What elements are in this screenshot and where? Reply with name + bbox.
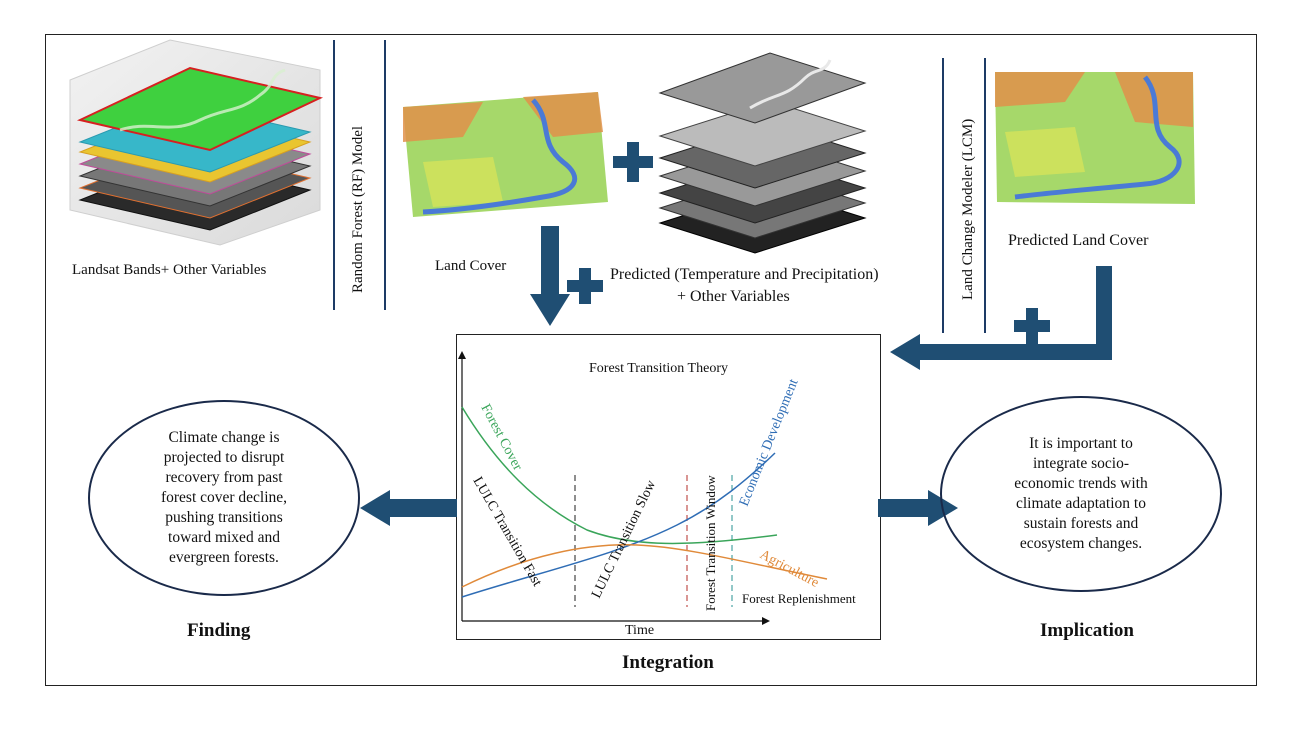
- finding-text: Climate change is projected to disrupt rec…: [161, 428, 287, 569]
- chart-title: Forest Transition Theory: [589, 361, 728, 376]
- implication-text: It is important to integrate socio-econom…: [1014, 434, 1147, 555]
- finding-line: pushing transitions: [165, 509, 283, 527]
- implication-ellipse: It is important to integrate socio-econom…: [940, 396, 1222, 592]
- implication-line: ecosystem changes.: [1019, 535, 1143, 553]
- lcm-divider-left: [942, 58, 944, 333]
- implication-line: climate adaptation to: [1016, 495, 1146, 512]
- implication-line: economic trends with: [1014, 474, 1148, 492]
- landsat-layer-stack: [69, 39, 324, 246]
- climate-raster-stack: [658, 52, 867, 254]
- implication-line: It is important to: [1029, 434, 1133, 452]
- landsat-label: Landsat Bands+ Other Variables: [72, 262, 267, 278]
- predicted-vars-label-1: Predicted (Temperature and Precipitation…: [610, 266, 879, 283]
- phase-label-replenishment: Forest Replenishment: [742, 591, 856, 606]
- finding-title: Finding: [187, 620, 251, 641]
- finding-line: forest cover decline,: [160, 488, 288, 506]
- finding-line: Climate change is: [168, 428, 280, 446]
- lcm-divider-right: [984, 58, 986, 333]
- integration-title: Integration: [622, 652, 714, 673]
- x-axis-label: Time: [625, 623, 655, 638]
- land-cover-map: [403, 92, 608, 217]
- economic-development-label: Economic Development: [737, 377, 802, 509]
- rf-divider-right: [384, 40, 386, 310]
- finding-line: evergreen forests.: [169, 549, 279, 567]
- predicted-land-cover-map: [995, 72, 1195, 204]
- plus-icon: [567, 268, 603, 304]
- arrow-to-finding: [360, 490, 457, 526]
- x-axis-arrowhead: [762, 617, 770, 625]
- phase-label-window: Forest Transition Window: [703, 475, 718, 611]
- finding-ellipse: Climate change is projected to disrupt rec…: [88, 400, 360, 596]
- agriculture-line: [461, 544, 828, 588]
- y-axis-arrowhead: [458, 351, 466, 359]
- predicted-vars-label-2: + Other Variables: [677, 288, 790, 305]
- phase-label-fast: LULC Transition Fast: [470, 475, 545, 590]
- finding-line: recovery from past: [165, 468, 283, 486]
- implication-line: integrate socio-: [1033, 454, 1129, 472]
- diagram-frame: [45, 34, 1257, 686]
- plus-icon: [613, 142, 653, 182]
- implication-line: sustain forests and: [1023, 515, 1139, 533]
- finding-line: projected to disrupt: [163, 448, 285, 466]
- agriculture-label: Agriculture: [757, 547, 821, 591]
- land-cover-label: Land Cover: [435, 258, 507, 274]
- elbow-arrow-to-integration: [890, 266, 1112, 370]
- implication-title: Implication: [1040, 620, 1134, 641]
- finding-line: toward mixed and: [168, 529, 280, 547]
- plus-icon: [1014, 308, 1050, 344]
- rf-divider-left: [333, 40, 335, 310]
- down-arrow-to-integration: [530, 226, 570, 326]
- phase-label-slow: LULC Transition Slow: [589, 477, 659, 600]
- forest-cover-line: [461, 406, 778, 545]
- economic-development-line: [461, 452, 776, 598]
- rf-model-label: Random Forest (RF) Model: [350, 125, 366, 293]
- predicted-land-cover-label: Predicted Land Cover: [1008, 232, 1149, 249]
